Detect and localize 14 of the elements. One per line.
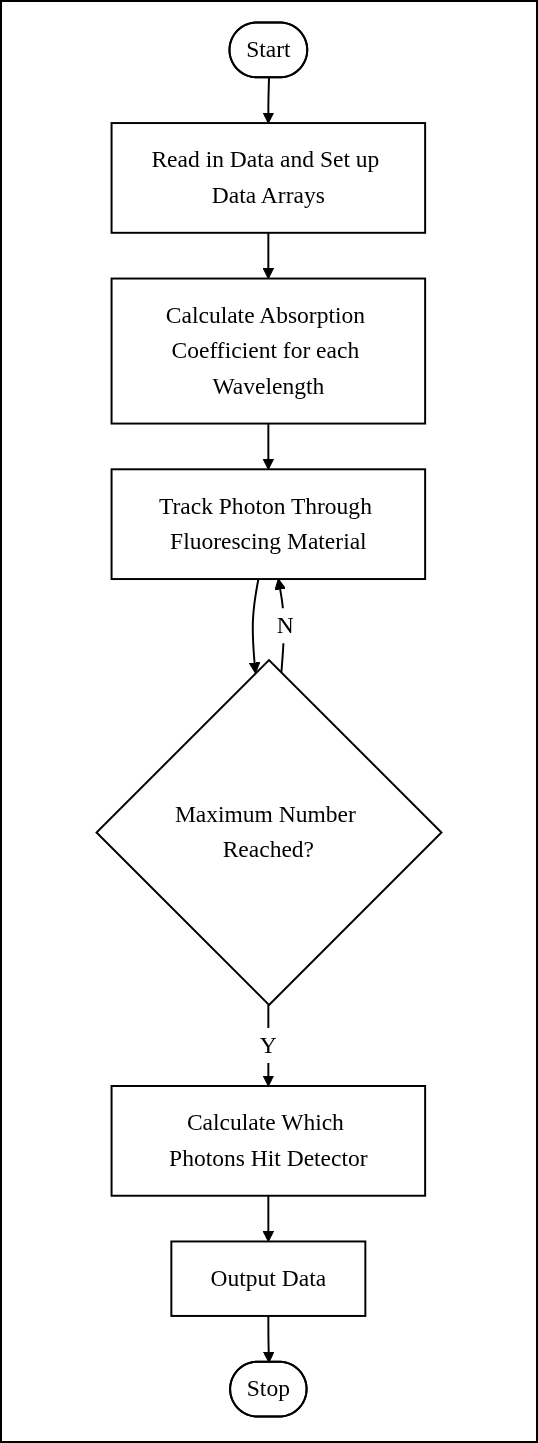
node-box: Read in Data and Set up Data Arrays xyxy=(110,122,427,234)
edge-label: N xyxy=(276,612,294,639)
node-diamond: Maximum Number Reached? xyxy=(95,658,443,1007)
node-box: Track Photon Through Fluorescing Material xyxy=(110,468,427,581)
arrow xyxy=(248,578,261,674)
edge-label: Y xyxy=(259,1031,277,1058)
node-box: Output Data xyxy=(170,1240,367,1317)
arrow xyxy=(262,1314,275,1363)
node-box: Calculate Absorption Coefficient for each Wavelength xyxy=(110,277,427,425)
node-box: Calculate Which Photons Hit Detector xyxy=(110,1085,427,1197)
arrow xyxy=(262,422,275,470)
arrow xyxy=(262,77,275,124)
arrow xyxy=(262,1194,275,1242)
arrow xyxy=(262,231,275,280)
